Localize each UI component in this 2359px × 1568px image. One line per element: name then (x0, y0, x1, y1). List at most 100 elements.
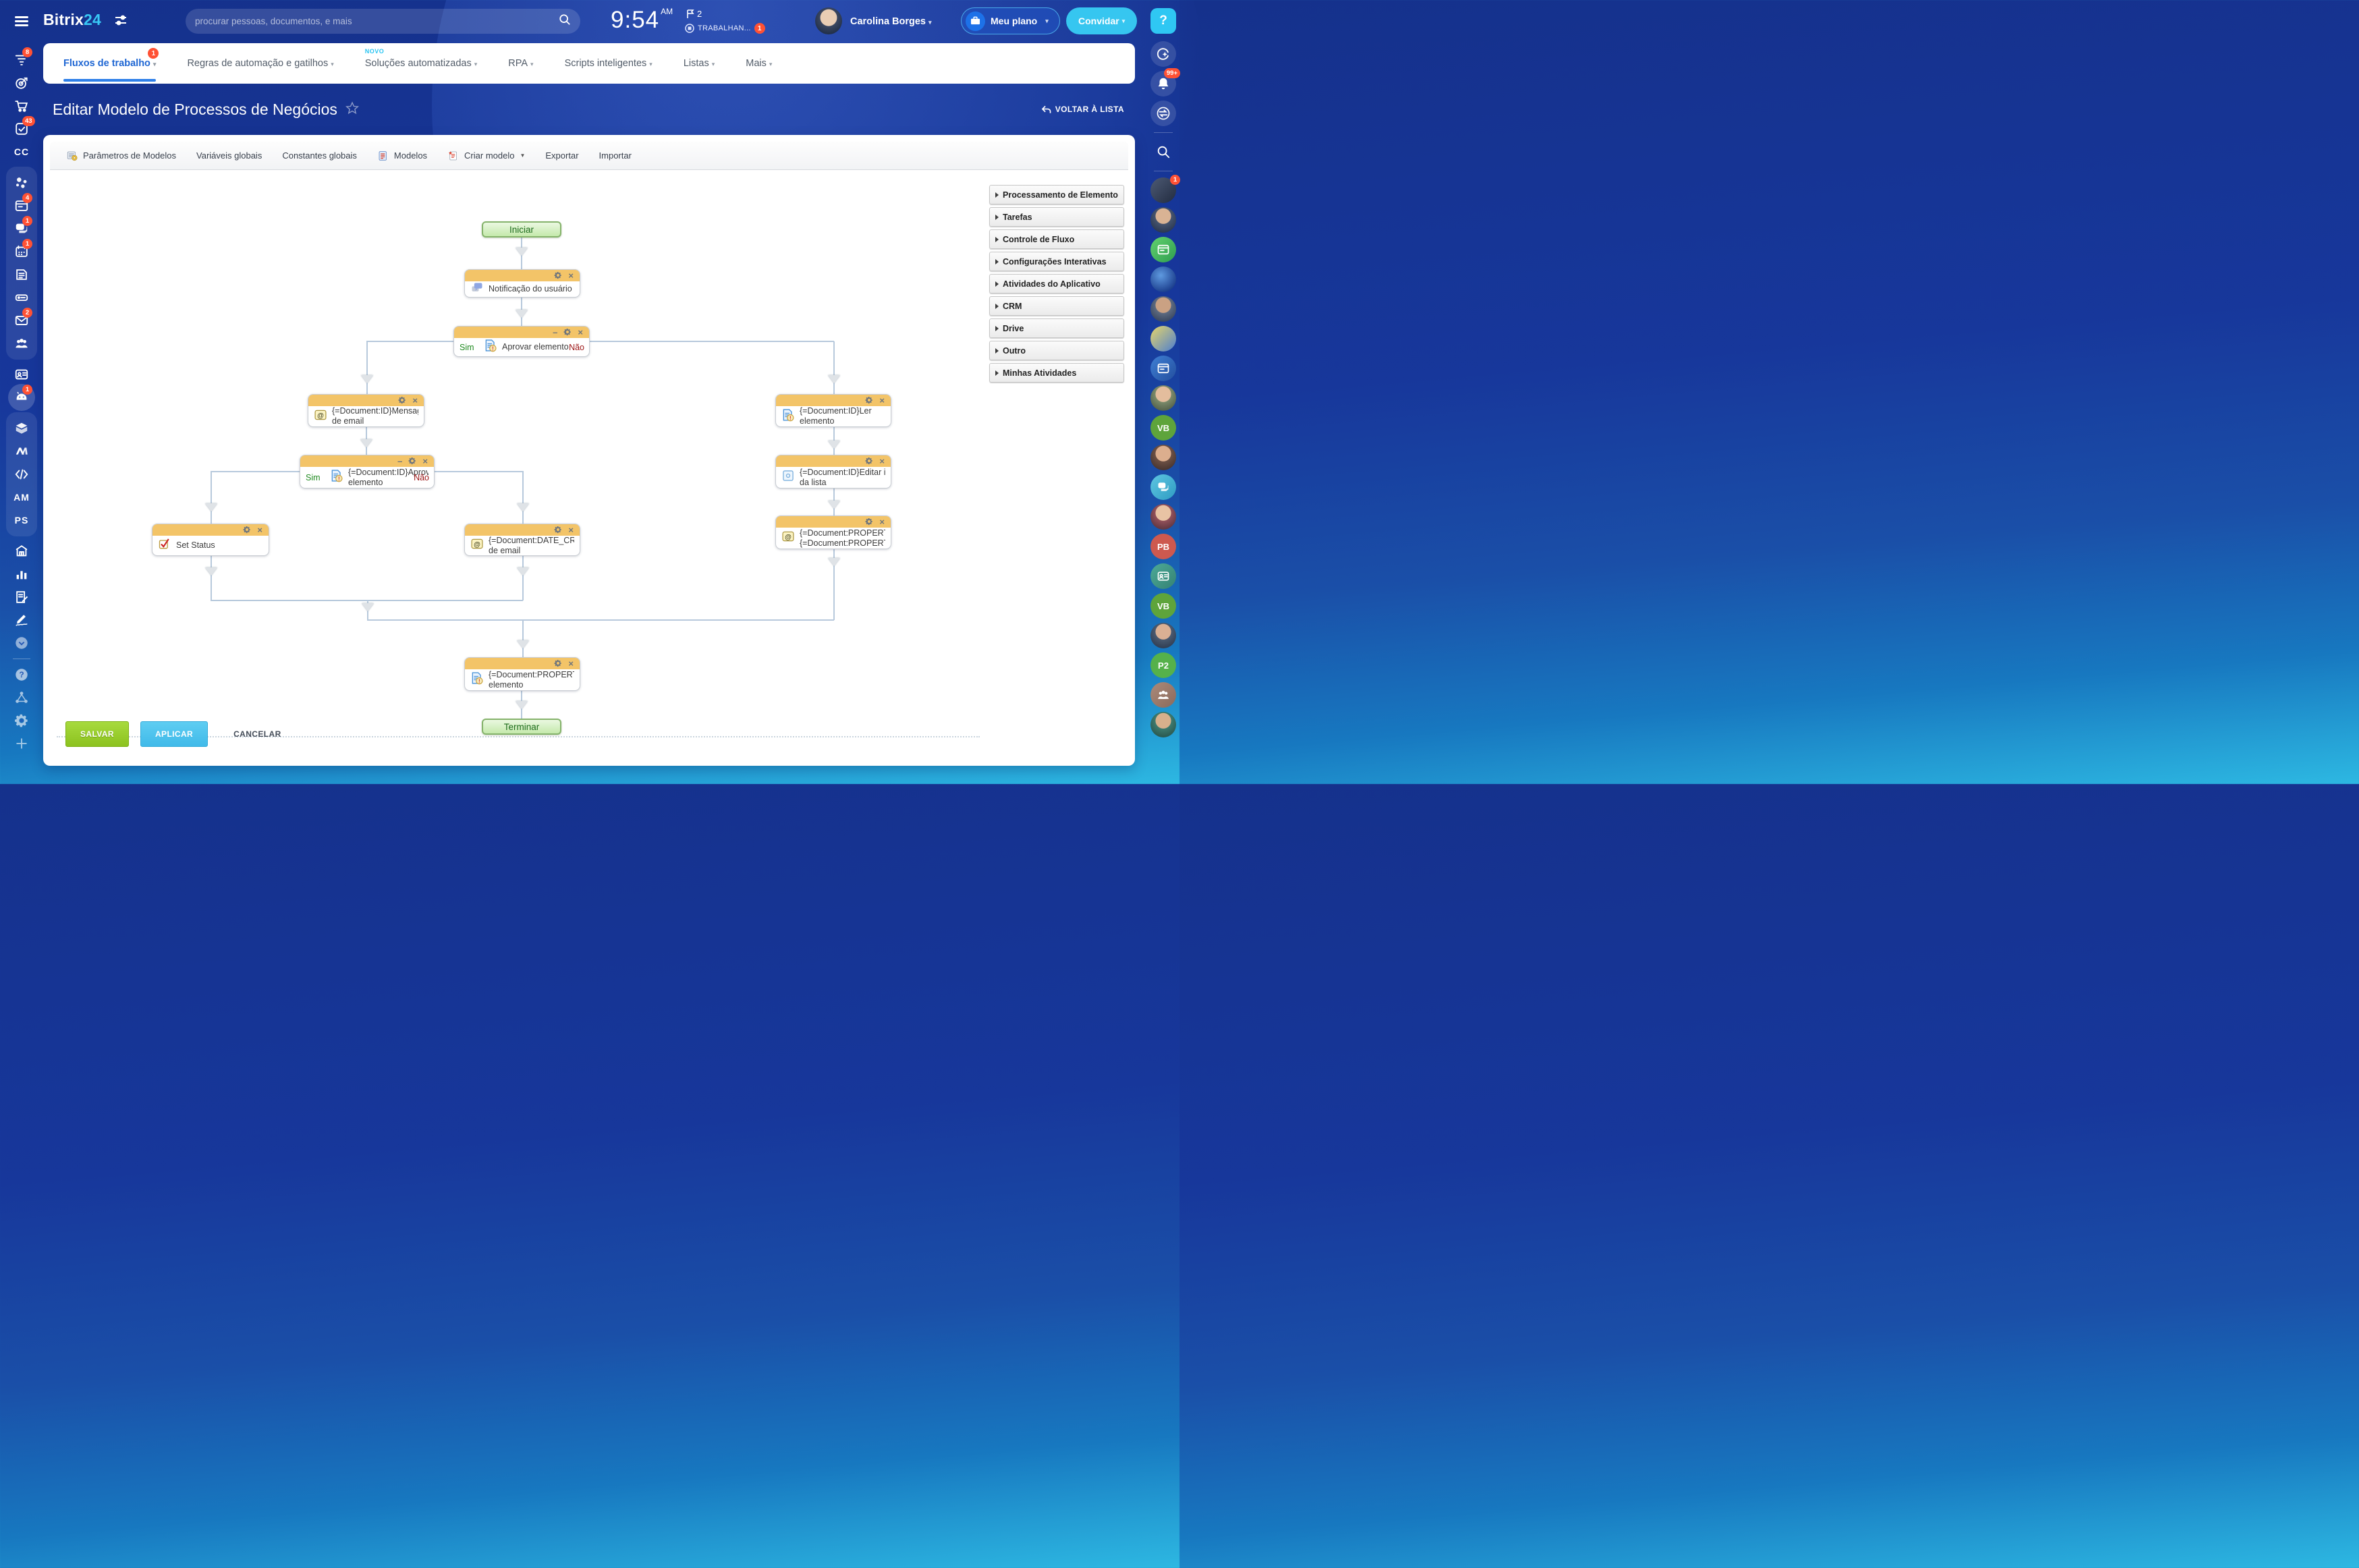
sidebar-item-chat[interactable]: 1 (13, 216, 32, 237)
sidebar-item-people[interactable] (13, 335, 30, 352)
chat-avatar[interactable] (1150, 712, 1176, 737)
start-node[interactable]: Iniciar (482, 221, 561, 237)
close-icon[interactable]: × (568, 524, 574, 535)
bitrix24-logo[interactable]: Bitrix24 (43, 11, 101, 28)
cancel-button[interactable]: CANCELAR (219, 722, 296, 746)
chat-avatar[interactable] (1150, 296, 1176, 322)
tab-mais[interactable]: Mais▾ (746, 58, 772, 69)
settings-gear-icon[interactable] (408, 457, 416, 466)
search-input[interactable] (195, 16, 559, 26)
chat-avatar-initials[interactable]: PB (1150, 534, 1176, 559)
workflow-node-propis[interactable]: ×!{=Document:PROPERTY_ISelemento (464, 657, 580, 691)
apply-button[interactable]: APLICAR (140, 721, 209, 747)
tab-listas[interactable]: Listas▾ (684, 58, 715, 69)
connector-arrow[interactable] (828, 558, 840, 566)
end-node[interactable]: Terminar (482, 719, 561, 735)
palette-category-crm[interactable]: CRM (989, 296, 1124, 316)
sidebar-item-plus[interactable] (13, 735, 30, 752)
connector-arrow[interactable] (516, 310, 528, 318)
chat-avatar[interactable] (1150, 563, 1176, 589)
chat-avatar[interactable] (1150, 474, 1176, 500)
chat-avatar-initials[interactable]: VB (1150, 415, 1176, 441)
settings-gear-icon[interactable] (243, 526, 251, 534)
tab-regras-de-automa-o-e-gatilhos[interactable]: Regras de automação e gatilhos▾ (187, 58, 333, 69)
toolbar-vari-veis-globais[interactable]: Variáveis globais (196, 150, 262, 161)
chat-avatar[interactable] (1150, 207, 1176, 233)
user-menu[interactable]: Carolina Borges▾ (850, 16, 932, 27)
favorite-star-icon[interactable] (345, 101, 359, 118)
settings-gear-icon[interactable] (563, 328, 572, 337)
palette-category-drive[interactable]: Drive (989, 318, 1124, 338)
workflow-node-propto[interactable]: ×@{=Document:PROPERTY_TO{=Document:PROPE… (775, 515, 891, 549)
sidebar-item-drive[interactable] (13, 289, 30, 306)
chat-avatar[interactable] (1150, 356, 1176, 381)
sidebar-item-docedit[interactable] (13, 589, 30, 605)
connector-arrow[interactable] (516, 701, 528, 709)
palette-category-outro[interactable]: Outro (989, 341, 1124, 360)
rail-button-bell[interactable]: 99+ (1150, 68, 1180, 96)
close-icon[interactable]: × (879, 516, 885, 527)
sliders-icon[interactable] (115, 15, 127, 29)
settings-gear-icon[interactable] (554, 659, 562, 668)
sidebar-item-box[interactable] (13, 420, 30, 437)
workflow-node-notify[interactable]: ×Notificação do usuário (464, 269, 580, 298)
sidebar-item-funnel[interactable]: 8 (13, 47, 32, 68)
rail-button-sync[interactable] (1150, 101, 1176, 126)
branch-yes-label[interactable]: Sim (306, 473, 321, 482)
close-icon[interactable]: × (568, 658, 574, 669)
close-icon[interactable]: × (422, 455, 428, 466)
settings-gear-icon[interactable] (398, 396, 406, 405)
palette-category-tarefas[interactable]: Tarefas (989, 207, 1124, 227)
chat-avatar[interactable] (1150, 445, 1176, 470)
sidebar-item-code[interactable] (13, 466, 30, 482)
toolbar-criar-modelo[interactable]: Criar modelo▼ (447, 150, 525, 162)
chat-avatar[interactable] (1150, 326, 1176, 352)
branch-no-label[interactable]: Não (569, 343, 584, 352)
settings-gear-icon[interactable] (865, 396, 873, 405)
sidebar-item-am[interactable]: AM (13, 489, 30, 505)
sidebar-item-ps[interactable]: PS (13, 512, 30, 528)
sidebar-item-help[interactable]: ? (13, 667, 30, 683)
sidebar-item-share[interactable] (13, 690, 30, 706)
sidebar-item-tasks[interactable]: 43 (13, 116, 35, 137)
connector-arrow[interactable] (361, 375, 373, 383)
sidebar-item-cc[interactable]: CC (13, 144, 30, 160)
close-icon[interactable]: × (412, 395, 418, 405)
workflow-node-setstatus[interactable]: ×Set Status (152, 524, 269, 556)
minimize-icon[interactable]: – (553, 327, 558, 337)
settings-gear-icon[interactable] (865, 517, 873, 526)
sidebar-item-document[interactable] (13, 267, 30, 283)
connector-arrow[interactable] (517, 567, 529, 576)
chat-avatar[interactable]: 1 (1150, 175, 1180, 203)
sidebar-item-mail[interactable]: 2 (13, 308, 32, 329)
connector-arrow[interactable] (516, 248, 528, 256)
sidebar-item-target[interactable] (13, 75, 30, 91)
sidebar-item-feed[interactable]: 4 (13, 193, 32, 214)
close-icon[interactable]: × (257, 524, 262, 535)
settings-gear-icon[interactable] (554, 526, 562, 534)
connector-arrow[interactable] (205, 503, 217, 511)
chat-avatar[interactable] (1150, 385, 1176, 411)
tab-scripts-inteligentes[interactable]: Scripts inteligentes▾ (565, 58, 653, 69)
rail-button-copilot[interactable] (1150, 41, 1176, 67)
connector-arrow[interactable] (517, 503, 529, 511)
connector-arrow[interactable] (828, 501, 840, 509)
toolbar-exportar[interactable]: Exportar (545, 150, 578, 161)
branch-yes-label[interactable]: Sim (460, 343, 474, 352)
sidebar-item-store[interactable] (13, 543, 30, 559)
toolbar-par-metros-de-modelos[interactable]: Parâmetros de Modelos (66, 150, 176, 162)
chat-avatar[interactable] (1150, 504, 1176, 530)
rail-button-search-lg[interactable] (1150, 139, 1176, 165)
palette-category-atividades-do-aplicativo[interactable]: Atividades do Aplicativo (989, 274, 1124, 293)
close-icon[interactable]: × (879, 395, 885, 405)
flag-counter[interactable]: 2 (687, 9, 702, 19)
sidebar-item-gear[interactable] (13, 712, 30, 729)
sidebar-item-calendar[interactable]: 1 (13, 239, 32, 260)
connector-arrow[interactable] (205, 567, 217, 576)
sidebar-item-chevron-down[interactable] (13, 635, 30, 651)
chat-avatar[interactable] (1150, 267, 1176, 292)
